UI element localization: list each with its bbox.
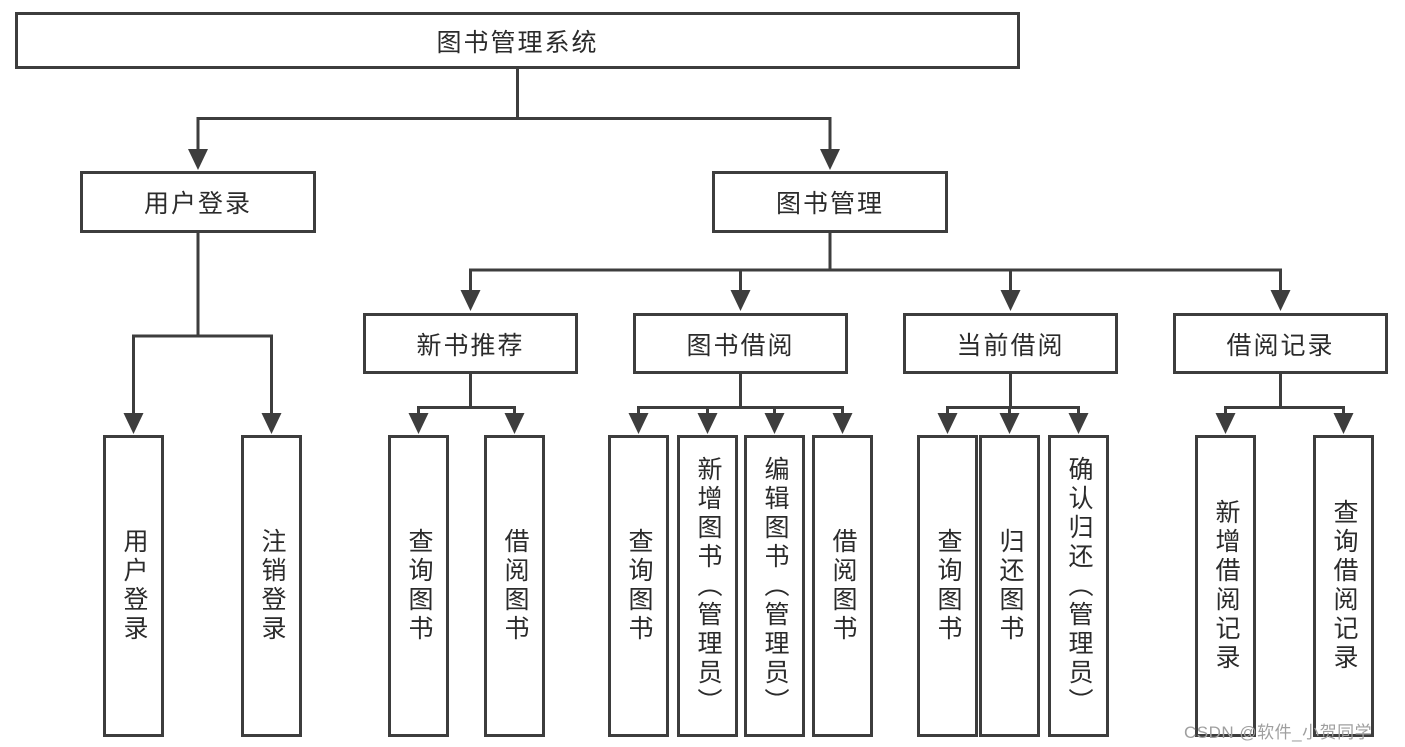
- leaf-user-login: 用户登录: [103, 435, 164, 737]
- node-new-book-recommend: 新书推荐: [363, 313, 578, 374]
- arrowheads: [123, 149, 1354, 434]
- edge-userlogin-to-leaves: [132, 233, 273, 417]
- arrow-down-icon: [408, 413, 429, 434]
- leaf-query-books-borrowing: 查询图书: [608, 435, 669, 737]
- edge-bookmgmt-to-level3: [469, 233, 1282, 294]
- leaf-query-books-current: 查询图书: [917, 435, 978, 737]
- arrow-down-icon: [188, 149, 208, 170]
- arrow-down-icon: [937, 413, 958, 434]
- arrow-down-icon: [832, 413, 853, 434]
- arrow-down-icon: [261, 413, 282, 434]
- arrow-down-icon: [1000, 290, 1021, 311]
- leaf-confirm-return-admin: 确认归还（管理员）: [1048, 435, 1109, 737]
- leaf-add-borrow-record: 新增借阅记录: [1195, 435, 1256, 737]
- arrow-down-icon: [460, 290, 481, 311]
- arrow-down-icon: [697, 413, 718, 434]
- leaf-query-borrow-record: 查询借阅记录: [1313, 435, 1374, 737]
- arrow-down-icon: [1068, 413, 1089, 434]
- node-user-login: 用户登录: [80, 171, 316, 233]
- leaf-add-books-admin: 新增图书（管理员）: [677, 435, 738, 737]
- leaf-borrow-books: 借阅图书: [812, 435, 873, 737]
- arrow-down-icon: [1333, 413, 1354, 434]
- arrow-down-icon: [730, 290, 751, 311]
- arrow-down-icon: [820, 149, 840, 170]
- leaf-borrow-books-recommend: 借阅图书: [484, 435, 545, 737]
- arrow-down-icon: [123, 413, 144, 434]
- node-book-borrowing: 图书借阅: [633, 313, 848, 374]
- edge-newbook-to-leaves: [417, 374, 516, 417]
- arrow-down-icon: [628, 413, 649, 434]
- leaf-return-books: 归还图书: [979, 435, 1040, 737]
- arrow-down-icon: [504, 413, 525, 434]
- csdn-watermark: CSDN @软件_小贺同学: [1184, 723, 1373, 742]
- arrow-down-icon: [1270, 290, 1291, 311]
- tree-edges: [132, 68, 1345, 417]
- arrow-down-icon: [999, 413, 1020, 434]
- node-borrowing-records: 借阅记录: [1173, 313, 1388, 374]
- edge-current-to-leaves: [946, 374, 1080, 417]
- edge-borrowing-to-leaves: [637, 374, 844, 417]
- arrow-down-icon: [764, 413, 785, 434]
- edge-records-to-leaves: [1224, 374, 1345, 417]
- edge-root-to-level2: [196, 68, 832, 153]
- node-current-borrowing: 当前借阅: [903, 313, 1118, 374]
- leaf-logout: 注销登录: [241, 435, 302, 737]
- arrow-down-icon: [1215, 413, 1236, 434]
- node-root-library-system: 图书管理系统: [15, 12, 1020, 69]
- leaf-edit-books-admin: 编辑图书（管理员）: [744, 435, 805, 737]
- node-book-management: 图书管理: [712, 171, 948, 233]
- leaf-query-books-recommend: 查询图书: [388, 435, 449, 737]
